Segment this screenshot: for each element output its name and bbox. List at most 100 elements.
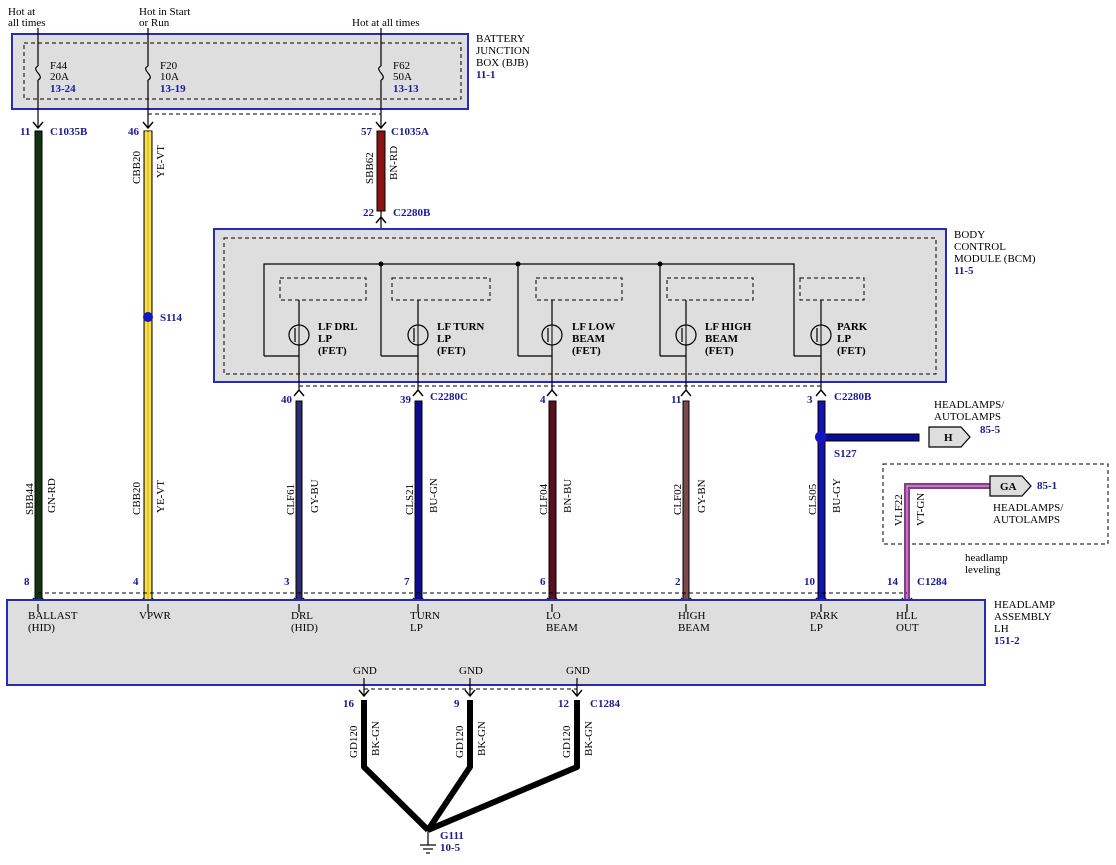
wire-clf04-bn-bu bbox=[548, 400, 557, 602]
hl-term-park-2: LP bbox=[810, 622, 823, 634]
fet-logic-4 bbox=[666, 277, 754, 301]
hl-term-lo-2: BEAM bbox=[546, 622, 578, 634]
ground-ref: 10-5 bbox=[440, 842, 461, 854]
wire-cls21-bu-gn bbox=[414, 400, 423, 602]
fet-5-l2: LP bbox=[837, 333, 851, 345]
wire-sbb44-gn-rd bbox=[34, 130, 43, 602]
bcm-out-pin-11: 11 bbox=[671, 394, 681, 406]
fet-lf-low-icon bbox=[541, 300, 563, 390]
offpage-ga-l2: AUTOLAMPS bbox=[993, 514, 1060, 526]
ground-name: G111 bbox=[440, 830, 464, 842]
gnd-label-gd120-1: GD120 bbox=[348, 725, 360, 758]
fet-lf-high-icon bbox=[675, 300, 697, 390]
wire-label-vt-gn: VT-GN bbox=[915, 493, 927, 526]
hl-term-drl-1: DRL bbox=[291, 610, 313, 622]
hl-pin-8: 8 bbox=[24, 576, 30, 588]
offpage-ga-arrow-icon[interactable] bbox=[989, 475, 1032, 497]
gnd-label-bkgn-2: BK-GN bbox=[476, 721, 488, 756]
hl-pin-4: 4 bbox=[133, 576, 139, 588]
gnd-label-gd120-3: GD120 bbox=[561, 725, 573, 758]
splice-s114-label: S114 bbox=[160, 312, 183, 324]
hl-pin-3: 3 bbox=[284, 576, 290, 588]
offpage-h-ref: 85-5 bbox=[980, 424, 1001, 436]
splice-s114-icon bbox=[143, 312, 153, 322]
wire-cls05-bu-gy bbox=[817, 400, 826, 602]
fuse-f20-name: F20 bbox=[160, 60, 178, 72]
gnd-conn-c1284: C1284 bbox=[590, 698, 620, 710]
wire-label-ye-vt-upper: YE-VT bbox=[155, 145, 167, 178]
wire-label-cbb20-lower: CBB20 bbox=[131, 481, 143, 515]
hl-term-high-1: HIGH bbox=[678, 610, 706, 622]
fet-lf-drl-icon bbox=[288, 300, 310, 390]
wire-label-bn-rd: BN-RD bbox=[388, 146, 400, 180]
gnd-pin-12: 12 bbox=[558, 698, 570, 710]
wire-label-gy-bn: GY-BN bbox=[696, 479, 708, 513]
bcm-label-1: BODY bbox=[954, 229, 985, 241]
splice-s127-icon bbox=[815, 431, 827, 443]
note-hot-all-times-1a: Hot at bbox=[8, 6, 35, 18]
bcm-out-pin-40: 40 bbox=[281, 394, 293, 406]
ground-icon bbox=[420, 830, 436, 854]
note-hot-start-run-a: Hot in Start bbox=[139, 6, 190, 18]
fuse-f62-name: F62 bbox=[393, 60, 410, 72]
note-hot-all-times-1b: all times bbox=[8, 17, 46, 29]
note-hot-all-times-2: Hot at all times bbox=[352, 17, 420, 29]
bcm-out-conn-c2280b: C2280B bbox=[834, 391, 872, 403]
wire-headlamps-h bbox=[820, 433, 920, 442]
hl-term-ballast-2: (HID) bbox=[28, 622, 55, 634]
offpage-h-arrow-icon[interactable] bbox=[928, 426, 971, 448]
wire-label-gn-rd: GN-RD bbox=[46, 478, 58, 513]
bcm-pin-22: 22 bbox=[363, 207, 375, 219]
ground-wires bbox=[361, 700, 580, 833]
bjb-ref: 11-1 bbox=[476, 69, 496, 81]
connector-c1035b-pin bbox=[32, 121, 44, 130]
hl-term-drl-2: (HID) bbox=[291, 622, 318, 634]
bjb-box bbox=[11, 33, 469, 110]
hl-pin-10: 10 bbox=[804, 576, 816, 588]
hl-label-3: LH bbox=[994, 623, 1009, 635]
fet-logic-5 bbox=[799, 277, 865, 301]
hl-term-turn-1: TURN bbox=[410, 610, 440, 622]
gnd-label-bkgn-1: BK-GN bbox=[370, 721, 382, 756]
leveling-note-2: leveling bbox=[965, 564, 1001, 576]
hl-term-ballast-1: BALLAST bbox=[28, 610, 78, 622]
bcm-conn-c2280b-in: C2280B bbox=[393, 207, 431, 219]
fet-lf-turn-icon bbox=[407, 300, 429, 390]
fuse-f62-icon bbox=[376, 65, 386, 81]
fuse-f20-icon bbox=[143, 65, 153, 81]
wire-label-bn-bu: BN-BU bbox=[562, 479, 574, 513]
hl-gnd-3: GND bbox=[566, 665, 590, 677]
wire-label-sbb44: SBB44 bbox=[24, 483, 36, 515]
hl-term-hll-1: HLL bbox=[896, 610, 918, 622]
fuse-f44-name: F44 bbox=[50, 60, 68, 72]
wire-label-vlf22: VLF22 bbox=[893, 494, 905, 526]
hl-pin-6: 6 bbox=[540, 576, 546, 588]
bjb-label-1: BATTERY bbox=[476, 33, 525, 45]
offpage-h-l2: AUTOLAMPS bbox=[934, 411, 1001, 423]
bcm-label-2: CONTROL bbox=[954, 241, 1006, 253]
fet-1-l2: LP bbox=[318, 333, 332, 345]
hl-conn-c1284: C1284 bbox=[917, 576, 947, 588]
bcm-out-conn-c2280c: C2280C bbox=[430, 391, 468, 403]
offpage-h-l1: HEADLAMPS/ bbox=[934, 399, 1005, 411]
fet-2-l2: LP bbox=[437, 333, 451, 345]
fuse-f62-amps: 50A bbox=[393, 71, 412, 83]
bcm-ref: 11-5 bbox=[954, 265, 974, 277]
hl-pin-2: 2 bbox=[675, 576, 681, 588]
fet-1-l3: (FET) bbox=[318, 345, 347, 357]
gnd-pin-16: 16 bbox=[343, 698, 355, 710]
hl-gnd-2: GND bbox=[459, 665, 483, 677]
conn-c1035b: C1035B bbox=[50, 126, 88, 138]
wire-label-gy-bu: GY-BU bbox=[309, 479, 321, 513]
fet-logic-1 bbox=[279, 277, 367, 301]
bjb-inner bbox=[23, 42, 462, 100]
fet-1-l1: LF DRL bbox=[318, 321, 358, 333]
offpage-ga-l1: HEADLAMPS/ bbox=[993, 502, 1064, 514]
wire-label-cls05: CLS05 bbox=[807, 483, 819, 515]
fet-4-l3: (FET) bbox=[705, 345, 734, 357]
fuse-f62-ref: 13-13 bbox=[393, 83, 419, 95]
headlamp-assembly-box bbox=[6, 599, 986, 686]
hl-term-hll-2: OUT bbox=[896, 622, 919, 634]
bjb-label-2: JUNCTION bbox=[476, 45, 530, 57]
fet-logic-3 bbox=[535, 277, 623, 301]
